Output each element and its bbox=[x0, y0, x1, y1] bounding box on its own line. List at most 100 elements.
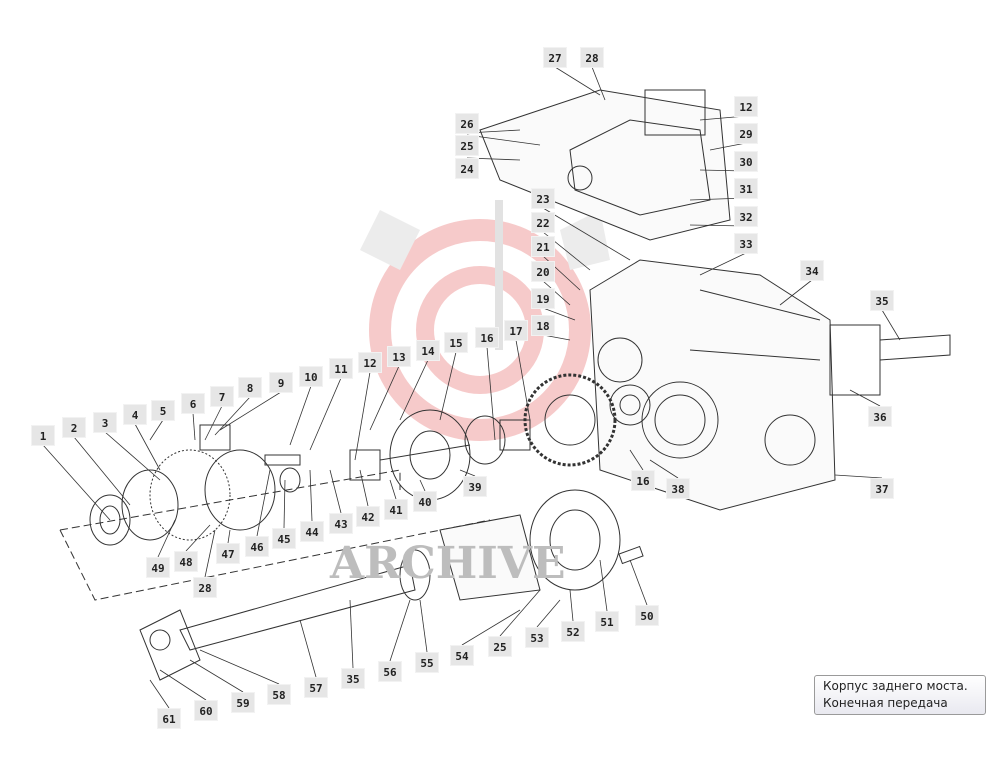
part-label-35[interactable]: 35 bbox=[870, 290, 894, 311]
part-label-7[interactable]: 7 bbox=[210, 386, 234, 407]
part-label-26[interactable]: 26 bbox=[455, 113, 479, 134]
leader-line bbox=[219, 391, 282, 431]
part-label-3[interactable]: 3 bbox=[93, 412, 117, 433]
part-label-25[interactable]: 25 bbox=[455, 135, 479, 156]
leader-line bbox=[283, 479, 286, 529]
leader-line bbox=[134, 423, 161, 471]
part-label-27[interactable]: 27 bbox=[543, 47, 567, 68]
part-label-48[interactable]: 48 bbox=[174, 551, 198, 572]
leader-line bbox=[157, 519, 176, 558]
part-label-61[interactable]: 61 bbox=[157, 708, 181, 729]
part-label-51[interactable]: 51 bbox=[595, 611, 619, 632]
leader-line bbox=[309, 469, 313, 522]
part-label-49[interactable]: 49 bbox=[146, 557, 170, 578]
part-label-58[interactable]: 58 bbox=[267, 684, 291, 705]
leader-line bbox=[629, 559, 648, 606]
part-label-15[interactable]: 15 bbox=[444, 332, 468, 353]
part-label-6[interactable]: 6 bbox=[181, 393, 205, 414]
part-label-19[interactable]: 19 bbox=[531, 288, 555, 309]
leader-line bbox=[227, 529, 231, 544]
part-label-16[interactable]: 16 bbox=[475, 327, 499, 348]
leader-line bbox=[149, 419, 164, 441]
part-label-29[interactable]: 29 bbox=[734, 123, 758, 144]
part-label-28[interactable]: 28 bbox=[580, 47, 604, 68]
leader-line bbox=[42, 444, 111, 521]
part-label-46[interactable]: 46 bbox=[245, 536, 269, 557]
part-label-14[interactable]: 14 bbox=[416, 340, 440, 361]
leader-line bbox=[466, 134, 541, 146]
leader-line bbox=[399, 359, 429, 421]
part-label-32[interactable]: 32 bbox=[734, 206, 758, 227]
part-label-12[interactable]: 12 bbox=[734, 96, 758, 117]
part-label-22[interactable]: 22 bbox=[531, 212, 555, 233]
leader-line bbox=[189, 659, 244, 693]
part-label-44[interactable]: 44 bbox=[300, 521, 324, 542]
part-label-34[interactable]: 34 bbox=[800, 260, 824, 281]
leader-line bbox=[149, 679, 170, 709]
part-label-52[interactable]: 52 bbox=[561, 621, 585, 642]
part-label-24[interactable]: 24 bbox=[455, 158, 479, 179]
part-label-9[interactable]: 9 bbox=[269, 372, 293, 393]
part-label-37[interactable]: 37 bbox=[870, 478, 894, 499]
part-label-4[interactable]: 4 bbox=[123, 404, 147, 425]
leader-line bbox=[204, 529, 216, 578]
part-label-31[interactable]: 31 bbox=[734, 178, 758, 199]
part-label-20[interactable]: 20 bbox=[531, 261, 555, 282]
leader-line bbox=[536, 599, 561, 628]
part-label-50[interactable]: 50 bbox=[635, 605, 659, 626]
part-label-33[interactable]: 33 bbox=[734, 233, 758, 254]
part-label-25[interactable]: 25 bbox=[488, 636, 512, 657]
part-label-23[interactable]: 23 bbox=[531, 188, 555, 209]
parts-artwork bbox=[59, 89, 951, 681]
part-label-53[interactable]: 53 bbox=[525, 627, 549, 648]
part-label-54[interactable]: 54 bbox=[450, 645, 474, 666]
part-label-8[interactable]: 8 bbox=[238, 377, 262, 398]
leader-line bbox=[439, 351, 457, 421]
part-label-41[interactable]: 41 bbox=[384, 499, 408, 520]
leader-line bbox=[329, 469, 342, 514]
leader-line bbox=[289, 385, 312, 446]
leader-line bbox=[542, 207, 631, 261]
part-label-57[interactable]: 57 bbox=[304, 677, 328, 698]
part-label-59[interactable]: 59 bbox=[231, 692, 255, 713]
leader-line bbox=[359, 469, 369, 507]
part-label-28[interactable]: 28 bbox=[193, 577, 217, 598]
part-label-56[interactable]: 56 bbox=[378, 661, 402, 682]
part-label-39[interactable]: 39 bbox=[463, 476, 487, 497]
leader-line bbox=[104, 431, 161, 481]
part-label-42[interactable]: 42 bbox=[356, 506, 380, 527]
part-label-40[interactable]: 40 bbox=[413, 491, 437, 512]
part-label-21[interactable]: 21 bbox=[531, 236, 555, 257]
part-label-38[interactable]: 38 bbox=[666, 478, 690, 499]
part-label-10[interactable]: 10 bbox=[299, 366, 323, 387]
part-label-60[interactable]: 60 bbox=[194, 700, 218, 721]
leader-line bbox=[709, 142, 747, 151]
part-label-1[interactable]: 1 bbox=[31, 425, 55, 446]
part-label-30[interactable]: 30 bbox=[734, 151, 758, 172]
part-label-13[interactable]: 13 bbox=[387, 346, 411, 367]
leader-line bbox=[349, 599, 354, 669]
part-label-47[interactable]: 47 bbox=[216, 543, 240, 564]
part-label-55[interactable]: 55 bbox=[415, 652, 439, 673]
leader-line bbox=[515, 339, 531, 421]
part-label-45[interactable]: 45 bbox=[272, 528, 296, 549]
part-label-11[interactable]: 11 bbox=[329, 358, 353, 379]
part-label-36[interactable]: 36 bbox=[868, 406, 892, 427]
part-label-43[interactable]: 43 bbox=[329, 513, 353, 534]
part-label-12[interactable]: 12 bbox=[358, 352, 382, 373]
leader-line bbox=[599, 559, 608, 612]
leader-line bbox=[881, 309, 901, 341]
leader-line bbox=[419, 479, 426, 492]
leader-line bbox=[309, 377, 342, 451]
tooltip: Корпус заднего моста. Конечная передача bbox=[814, 675, 986, 715]
part-label-35[interactable]: 35 bbox=[341, 668, 365, 689]
leader-line bbox=[192, 412, 196, 441]
leader-line bbox=[699, 252, 747, 276]
part-label-16[interactable]: 16 bbox=[631, 470, 655, 491]
part-label-17[interactable]: 17 bbox=[504, 320, 528, 341]
leader-line bbox=[159, 669, 207, 701]
part-label-2[interactable]: 2 bbox=[62, 417, 86, 438]
part-label-18[interactable]: 18 bbox=[531, 315, 555, 336]
part-label-5[interactable]: 5 bbox=[151, 400, 175, 421]
leader-line bbox=[199, 649, 280, 685]
